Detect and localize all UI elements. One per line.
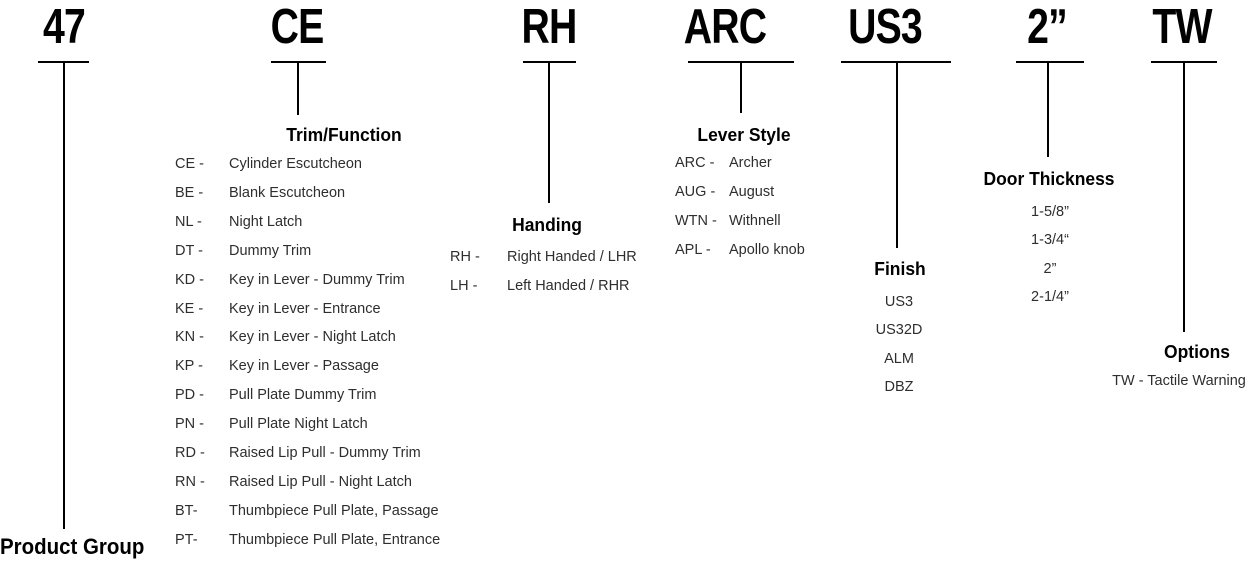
- trim-item-code: BE -: [175, 184, 204, 201]
- trim-item: BE - Blank Escutcheon: [175, 179, 440, 208]
- trim-item: KP - Key in Lever - Passage: [175, 352, 440, 381]
- finish-value: US32D: [875, 322, 923, 339]
- trim-function-list: CE - Cylinder Escutcheon BE - Blank Escutc…: [175, 150, 440, 555]
- finish-value: ALM: [884, 350, 914, 367]
- door-thickness-list: 1-5/8” 1-3/4“ 2” 2-1/4”: [975, 198, 1125, 312]
- trim-item-code: BT-: [175, 502, 198, 519]
- handing-item-code: LH -: [450, 277, 478, 294]
- trim-item-code: PD -: [175, 387, 204, 404]
- trim-item-desc: Thumbpiece Pull Plate, Entrance: [229, 531, 441, 548]
- trim-item-code: KE -: [175, 300, 204, 317]
- heading-handing: Handing: [512, 215, 582, 235]
- trim-item: KN - Key in Lever - Night Latch: [175, 323, 440, 352]
- finish-value: DBZ: [884, 379, 914, 396]
- code-finish: US3: [848, 0, 923, 54]
- finish-value: US3: [884, 294, 914, 310]
- lever-style-list: ARC - Archer AUG - August WTN - Withnell AP…: [675, 149, 805, 265]
- heading-options: Options: [1164, 342, 1230, 362]
- handing-item-desc: Right Handed / LHR: [507, 249, 637, 265]
- trim-item: RD - Raised Lip Pull - Dummy Trim: [175, 439, 440, 468]
- lever-item: WTN - Withnell: [675, 207, 805, 236]
- trim-item-desc: Blank Escutcheon: [229, 184, 346, 201]
- finish-list: US3 US32D ALM DBZ: [824, 288, 974, 402]
- code-product-group: 47: [42, 0, 86, 54]
- trim-item-desc: Raised Lip Pull - Night Latch: [229, 473, 412, 490]
- lever-item: ARC - Archer: [675, 149, 805, 178]
- trim-item: DT - Dummy Trim: [175, 237, 440, 266]
- lever-item-desc: Apollo knob: [729, 242, 805, 258]
- connector-bar-door: [1016, 61, 1084, 63]
- trim-item-desc: Key in Lever - Entrance: [229, 300, 381, 317]
- trim-item-code: PT-: [175, 531, 198, 548]
- trim-item-code: RD -: [175, 445, 205, 462]
- trim-item-code: PN -: [175, 416, 204, 433]
- connector-line-finish: [896, 61, 898, 248]
- connector-line-handing: [548, 61, 550, 203]
- connector-line-door: [1047, 61, 1049, 157]
- connector-line-lever: [740, 61, 742, 113]
- trim-item-code: NL -: [175, 213, 202, 230]
- trim-item: BT- Thumbpiece Pull Plate, Passage: [175, 497, 440, 526]
- connector-line-options: [1183, 61, 1185, 332]
- trim-item-code: KD -: [175, 271, 204, 288]
- code-door-thickness: 2”: [1027, 0, 1068, 54]
- lever-item-code: APL -: [675, 242, 711, 258]
- door-thickness-value: 1-3/4“: [1031, 232, 1069, 249]
- handing-item-code: RH -: [450, 249, 480, 265]
- door-thickness-value: 1-5/8”: [1031, 204, 1069, 220]
- trim-item-desc: Dummy Trim: [229, 242, 312, 259]
- trim-item-code: KN -: [175, 329, 204, 346]
- trim-item-code: RN -: [175, 473, 205, 490]
- heading-lever-style: Lever Style: [697, 125, 791, 145]
- handing-item: RH - Right Handed / LHR: [450, 243, 637, 272]
- connector-line-product-group: [63, 61, 65, 529]
- trim-item: RN - Raised Lip Pull - Night Latch: [175, 468, 440, 497]
- lever-item-code: ARC -: [675, 155, 715, 171]
- lever-item-desc: Archer: [729, 155, 772, 171]
- trim-item-desc: Thumbpiece Pull Plate, Passage: [229, 502, 439, 519]
- code-trim-function: CE: [270, 0, 325, 54]
- trim-item-desc: Night Latch: [229, 213, 303, 230]
- handing-item: LH - Left Handed / RHR: [450, 272, 637, 301]
- handing-item-desc: Left Handed / RHR: [507, 277, 630, 294]
- trim-item-code: CE -: [175, 156, 204, 172]
- lever-item: AUG - August: [675, 178, 805, 207]
- code-handing: RH: [521, 0, 577, 54]
- handing-list: RH - Right Handed / LHR LH - Left Handed /…: [450, 243, 637, 301]
- heading-door-thickness: Door Thickness: [983, 169, 1115, 189]
- lever-item-code: AUG -: [675, 184, 716, 200]
- product-group-label: Product Group: [0, 534, 145, 559]
- trim-item-desc: Cylinder Escutcheon: [229, 156, 362, 172]
- lever-item-desc: Withnell: [729, 213, 781, 229]
- lever-item: APL - Apollo knob: [675, 236, 805, 265]
- connector-line-trim: [297, 61, 299, 115]
- trim-item-desc: Pull Plate Night Latch: [229, 416, 368, 433]
- heading-finish: Finish: [874, 259, 926, 279]
- lever-item-code: WTN -: [675, 213, 717, 229]
- trim-item-desc: Key in Lever - Night Latch: [229, 329, 396, 346]
- door-thickness-value: 2”: [1043, 260, 1057, 277]
- trim-item-desc: Pull Plate Dummy Trim: [229, 387, 377, 404]
- trim-item-code: KP -: [175, 358, 203, 375]
- trim-item: PD - Pull Plate Dummy Trim: [175, 381, 440, 410]
- door-thickness-value: 2-1/4”: [1031, 289, 1069, 306]
- trim-item: PT- Thumbpiece Pull Plate, Entrance: [175, 526, 440, 555]
- trim-item-code: DT -: [175, 242, 203, 259]
- trim-item: PN - Pull Plate Night Latch: [175, 410, 440, 439]
- code-options: TW: [1152, 0, 1212, 54]
- options-note: TW - Tactile Warning: [1112, 373, 1246, 389]
- trim-item-desc: Key in Lever - Passage: [229, 358, 379, 375]
- trim-item-desc: Key in Lever - Dummy Trim: [229, 271, 405, 288]
- trim-item: KD - Key in Lever - Dummy Trim: [175, 266, 440, 295]
- trim-item: NL - Night Latch: [175, 208, 440, 237]
- heading-trim-function: Trim/Function: [286, 125, 402, 145]
- trim-item: CE - Cylinder Escutcheon: [175, 150, 440, 179]
- trim-item-desc: Raised Lip Pull - Dummy Trim: [229, 445, 421, 462]
- lever-item-desc: August: [729, 184, 775, 200]
- trim-item: KE - Key in Lever - Entrance: [175, 295, 440, 324]
- code-lever-style: ARC: [683, 0, 767, 54]
